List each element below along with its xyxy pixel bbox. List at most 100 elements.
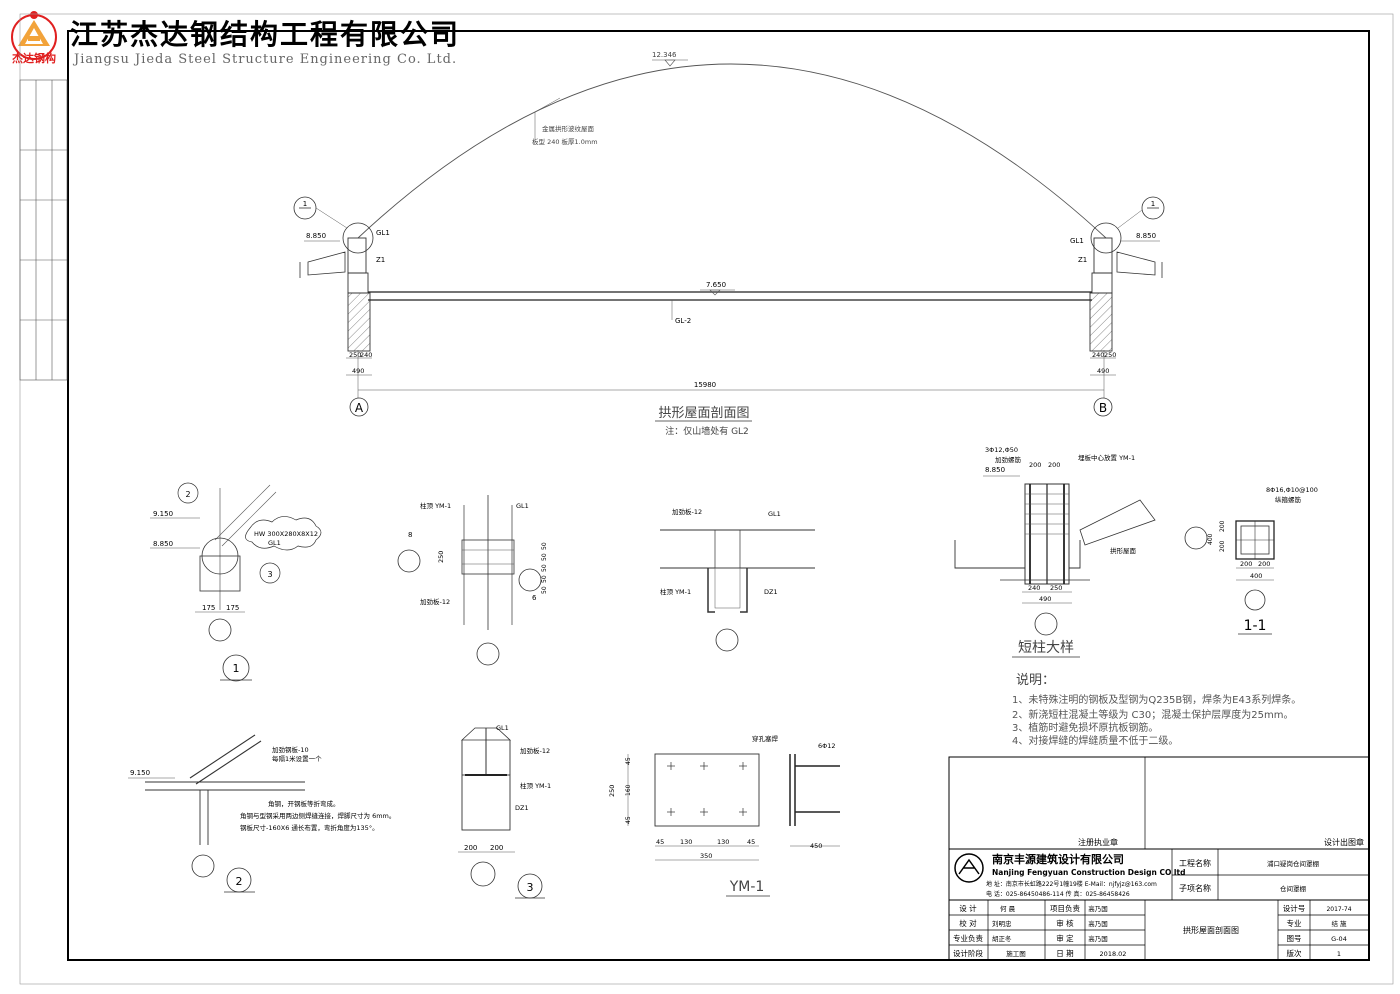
short-col-dim-250: 250 xyxy=(1050,584,1062,592)
project-label: 工程名称 xyxy=(1179,858,1211,868)
gl1-left: GL1 xyxy=(376,229,390,237)
ym1-w-450: 450 xyxy=(810,842,822,850)
detail1-hw-label: HW 300X280X8X12 xyxy=(254,530,318,538)
detail-joint: 柱顶 YM-1 GL1 加劲板-12 8 6 250 50 50 50 50 5… xyxy=(397,495,548,666)
row3-value2: 2018.02 xyxy=(1100,950,1127,958)
company-logo: 杰达钢构 xyxy=(11,11,57,65)
detail-beam: 加劲板-12 GL1 柱顶 YM-1 DZ1 xyxy=(660,507,815,652)
short-col-dim-490: 490 xyxy=(1039,595,1051,603)
row1-label2: 审 核 xyxy=(1056,918,1074,928)
revision-strip xyxy=(19,79,68,381)
joint-dim-r4: 50 xyxy=(541,586,548,594)
notes-title: 说明： xyxy=(1016,673,1055,688)
row1-value1: 刘明忠 xyxy=(992,919,1012,928)
joint-dim-r3: 50 xyxy=(541,575,548,583)
apex-elevation: 12.346 xyxy=(652,51,677,59)
detail-1: 9.150 8.850 2 3 HW 300X280X8X12 GL1 175 … xyxy=(150,482,322,682)
detail3-ym1: 柱顶 YM-1 xyxy=(520,781,551,790)
ym1-h-250: 250 xyxy=(608,785,616,797)
detail1-elev-8850: 8.850 xyxy=(153,540,173,548)
firm-logo xyxy=(954,853,984,883)
beam-stiff: 加劲板-12 xyxy=(672,507,702,516)
short-col-dim-200a: 200 xyxy=(1029,461,1041,469)
roof-note-2: 板型 240 板厚1.0mm xyxy=(532,137,598,146)
row3-label2: 日 期 xyxy=(1056,949,1073,958)
short-col-title: 短柱大样 xyxy=(1018,640,1074,656)
short-col-dim-240: 240 xyxy=(1028,584,1040,592)
company-name-en: Jiangsu Jieda Steel Structure Engineerin… xyxy=(72,52,457,67)
detail2-note1: 角钢与型钢采用两边侧焊缝连接，焊脚尺寸为 6mm。 xyxy=(240,811,395,820)
row2-label1: 专业负责 xyxy=(953,933,983,943)
detail1-dim-175b: 175 xyxy=(226,604,239,612)
detail2-elev: 9.150 xyxy=(130,769,150,777)
detail1-elev-9150: 9.150 xyxy=(153,510,173,518)
company-name-cn: 江苏杰达钢结构工程有限公司 xyxy=(70,18,460,51)
joint-dim-r2: 50 xyxy=(541,564,548,572)
short-column-detail: 3Φ12,Φ50 加劲螺筋 埋板中心放置 YM-1 8.850 200 200 … xyxy=(954,446,1156,658)
note-3: 3、植筋时避免损坏原抗板钢筋。 xyxy=(1012,721,1158,734)
right-value-2: G-04 xyxy=(1331,935,1347,943)
detail2-stiff: 加劲钢板-10 xyxy=(272,745,309,754)
row1-value2: 高乃国 xyxy=(1088,919,1108,928)
outer-border xyxy=(19,13,1394,985)
note-2: 2、新浇短柱混凝土等级为 C30；混凝土保护层厚度为25mm。 xyxy=(1012,708,1293,721)
detail1-mark-2: 2 xyxy=(185,490,190,499)
note-4: 4、对接焊缝的焊缝质量不低于二级。 xyxy=(1012,734,1178,747)
section-1-1: 8Φ16,Φ10@100 纵箍螺筋 200 200 400 200 200 40… xyxy=(1184,486,1318,635)
project-value: 浦口疑岗仓间罩棚 xyxy=(1267,859,1320,868)
detail-2: 9.150 加劲钢板-10 每隔1米设置一个 角钢，开钢板等折弯成。 角钢与型钢… xyxy=(128,734,395,893)
firm-address: 地 址：南京市长虹路222号1幢19楼 E-Mail：njfyjz@163.co… xyxy=(986,880,1157,888)
dim-240-right: 240 xyxy=(1092,351,1104,359)
z1-left: Z1 xyxy=(376,256,385,264)
detail1-number: 1 xyxy=(233,662,240,675)
row2-value2: 高乃国 xyxy=(1088,934,1108,943)
row3-value1: 施工图 xyxy=(1006,949,1026,958)
span-dimension: 15980 xyxy=(694,381,716,389)
row1-label1: 校 对 xyxy=(959,918,977,928)
ym1-hole: 穿孔塞焊 xyxy=(752,734,779,743)
dim-250-right: 250 xyxy=(1104,351,1116,359)
sub-value: 仓间罩棚 xyxy=(1280,884,1307,893)
row0-value1: 何 晨 xyxy=(1000,904,1016,913)
beam-elevation: 7.650 xyxy=(706,281,726,289)
z1-right: Z1 xyxy=(1078,256,1087,264)
axis-a: A xyxy=(355,401,364,415)
right-key-0: 设计号 xyxy=(1283,903,1306,913)
short-col-stiff: 加劲螺筋 xyxy=(995,455,1022,464)
detail1-dim-175a: 175 xyxy=(202,604,215,612)
arch-roof-section: 12.346 金属拱形波纹屋面 板型 240 板厚1.0mm 1 8.850 G… xyxy=(293,51,1165,437)
joint-dim-250: 250 xyxy=(437,551,445,563)
short-col-dim-200b: 200 xyxy=(1048,461,1060,469)
section-dim-400b: 400 xyxy=(1250,572,1262,580)
left-elevation: 8.850 xyxy=(306,232,326,240)
logo-label: 杰达钢构 xyxy=(12,51,56,65)
gl1-right: GL1 xyxy=(1070,237,1084,245)
detail3-dim-200b: 200 xyxy=(490,844,503,852)
right-key-3: 版次 xyxy=(1287,948,1303,958)
beam-gl1: GL1 xyxy=(768,510,781,518)
joint-weld-6: 6 xyxy=(532,594,537,602)
ym1-h-45b: 45 xyxy=(625,816,632,824)
registration-stamp-label: 注册执业章 xyxy=(1078,837,1118,847)
right-key-1: 专业 xyxy=(1287,918,1303,928)
detail3-dim-200a: 200 xyxy=(464,844,477,852)
right-elevation: 8.850 xyxy=(1136,232,1156,240)
beam-ym1: 柱顶 YM-1 xyxy=(660,587,691,596)
detail1-mark-3: 3 xyxy=(267,570,272,579)
ym1-h-160: 160 xyxy=(625,784,632,796)
ym1-w-45a: 45 xyxy=(656,838,664,846)
axis-b: B xyxy=(1099,401,1107,415)
detail3-stiff: 加劲板-12 xyxy=(520,746,550,755)
row0-label2: 项目负责 xyxy=(1050,903,1080,913)
row0-label1: 设 计 xyxy=(959,903,977,913)
joint-stiff: 加劲板-12 xyxy=(420,597,450,606)
ym1-w-130b: 130 xyxy=(717,838,729,846)
section-rebar: 8Φ16,Φ10@100 xyxy=(1266,486,1318,494)
right-value-3: 1 xyxy=(1337,950,1341,958)
dim-490-right: 490 xyxy=(1097,367,1109,375)
detail1-gl1: GL1 xyxy=(268,539,281,547)
arch-roof-line xyxy=(357,63,1107,239)
section-dim-400a: 400 xyxy=(1207,533,1214,545)
joint-dim-r0: 50 xyxy=(541,542,548,550)
